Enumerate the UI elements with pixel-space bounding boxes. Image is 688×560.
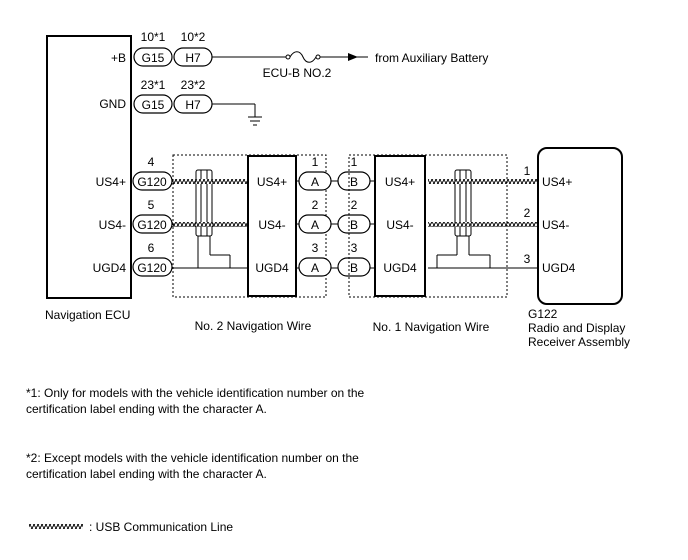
fuse-label: ECU-B NO.2 xyxy=(263,66,332,80)
junction-a-pin-1: 1 xyxy=(312,155,319,169)
radio-pin-us4p: US4+ xyxy=(542,175,572,189)
note-1: *1: Only for models with the vehicle ide… xyxy=(26,386,365,416)
radio-pin-num-3: 3 xyxy=(524,252,531,266)
radio-receiver-box xyxy=(537,147,623,305)
power-source-label: from Auxiliary Battery xyxy=(375,51,488,65)
no2-wire-pin-ugd4: UGD4 xyxy=(255,261,289,275)
radio-pin-num-2: 2 xyxy=(524,206,531,220)
ecu-connector-g120-1-label: G120 xyxy=(137,175,167,189)
no2-wire-box xyxy=(247,155,297,297)
ground-connector-g15 xyxy=(133,94,173,114)
no1-wire-pin-us4p: US4+ xyxy=(385,175,415,189)
ecu-usb-pin-5: 5 xyxy=(148,198,155,212)
navigation-ecu-box xyxy=(46,35,132,299)
no2-wire-pin-us4m: US4- xyxy=(258,218,285,232)
ground-connector-g15-label: G15 xyxy=(142,98,165,112)
junction-b-pin-3: 3 xyxy=(351,241,358,255)
radio-name-line2: Receiver Assembly xyxy=(528,335,630,349)
no1-wire-label: No. 1 Navigation Wire xyxy=(373,320,490,334)
no2-wire-pin-us4p: US4+ xyxy=(257,175,287,189)
ecu-connector-g120-3 xyxy=(132,257,173,277)
junction-connector-b-1 xyxy=(337,171,371,191)
usb-line-legend-label: : USB Communication Line xyxy=(89,520,233,534)
no1-wire-box xyxy=(374,155,426,297)
power-connector-h7-label: H7 xyxy=(185,51,201,65)
pin-label-gnd: GND xyxy=(99,97,126,111)
ground-pin-num-2: 23*2 xyxy=(181,78,206,92)
junction-connector-a-2 xyxy=(298,214,332,234)
pin-label-us4p: US4+ xyxy=(96,175,126,189)
radio-pin-ugd4: UGD4 xyxy=(542,261,576,275)
power-pin-num-2: 10*2 xyxy=(181,30,206,44)
junction-connector-b-3-label: B xyxy=(350,261,358,275)
no2-wire-label: No. 2 Navigation Wire xyxy=(195,319,312,333)
usb-line-legend-swatch xyxy=(29,524,83,529)
junction-a-pin-2: 2 xyxy=(312,198,319,212)
no1-wire-pin-ugd4: UGD4 xyxy=(383,261,417,275)
junction-connector-a-3 xyxy=(298,257,332,277)
navigation-ecu-label: Navigation ECU xyxy=(45,308,130,322)
junction-connector-a-2-label: A xyxy=(311,218,319,232)
pin-label-ugd4: UGD4 xyxy=(93,261,127,275)
radio-name-line1: Radio and Display xyxy=(528,321,625,335)
fuse-symbol xyxy=(289,51,317,63)
ground-pin-num-1: 23*1 xyxy=(141,78,166,92)
ecu-usb-pin-4: 4 xyxy=(148,155,155,169)
junction-connector-a-3-label: A xyxy=(311,261,319,275)
junction-connector-b-2-label: B xyxy=(350,218,358,232)
radio-connector-label: G122 xyxy=(528,307,558,321)
power-pin-num-1: 10*1 xyxy=(141,30,166,44)
junction-connector-a-1 xyxy=(298,171,332,191)
pin-label-us4m: US4- xyxy=(99,218,126,232)
arrow-icon xyxy=(348,53,358,61)
ground-icon xyxy=(248,116,262,126)
junction-connector-b-1-label: B xyxy=(350,175,358,189)
radio-pin-num-1: 1 xyxy=(524,164,531,178)
junction-a-pin-3: 3 xyxy=(312,241,319,255)
junction-b-pin-1: 1 xyxy=(351,155,358,169)
no1-wire-boundary xyxy=(348,154,508,298)
ecu-connector-g120-3-label: G120 xyxy=(137,261,167,275)
ecu-connector-g120-1 xyxy=(132,171,173,191)
ecu-usb-pin-6: 6 xyxy=(148,241,155,255)
note-2: *2: Except models with the vehicle ident… xyxy=(26,451,359,481)
no1-wire-shield xyxy=(436,169,491,268)
ground-connector-h7-label: H7 xyxy=(185,98,201,112)
junction-connector-a-1-label: A xyxy=(311,175,319,189)
junction-connector-b-2 xyxy=(337,214,371,234)
power-connector-g15-label: G15 xyxy=(142,51,165,65)
junction-b-pin-2: 2 xyxy=(351,198,358,212)
no1-wire-pin-us4m: US4- xyxy=(386,218,413,232)
junction-connector-b-3 xyxy=(337,257,371,277)
ecu-connector-g120-2 xyxy=(132,214,173,234)
ecu-connector-g120-2-label: G120 xyxy=(137,218,167,232)
no2-wire-shield xyxy=(195,169,231,268)
radio-pin-us4m: US4- xyxy=(542,218,569,232)
power-connector-g15 xyxy=(133,47,173,67)
pin-label-b: +B xyxy=(111,51,126,65)
